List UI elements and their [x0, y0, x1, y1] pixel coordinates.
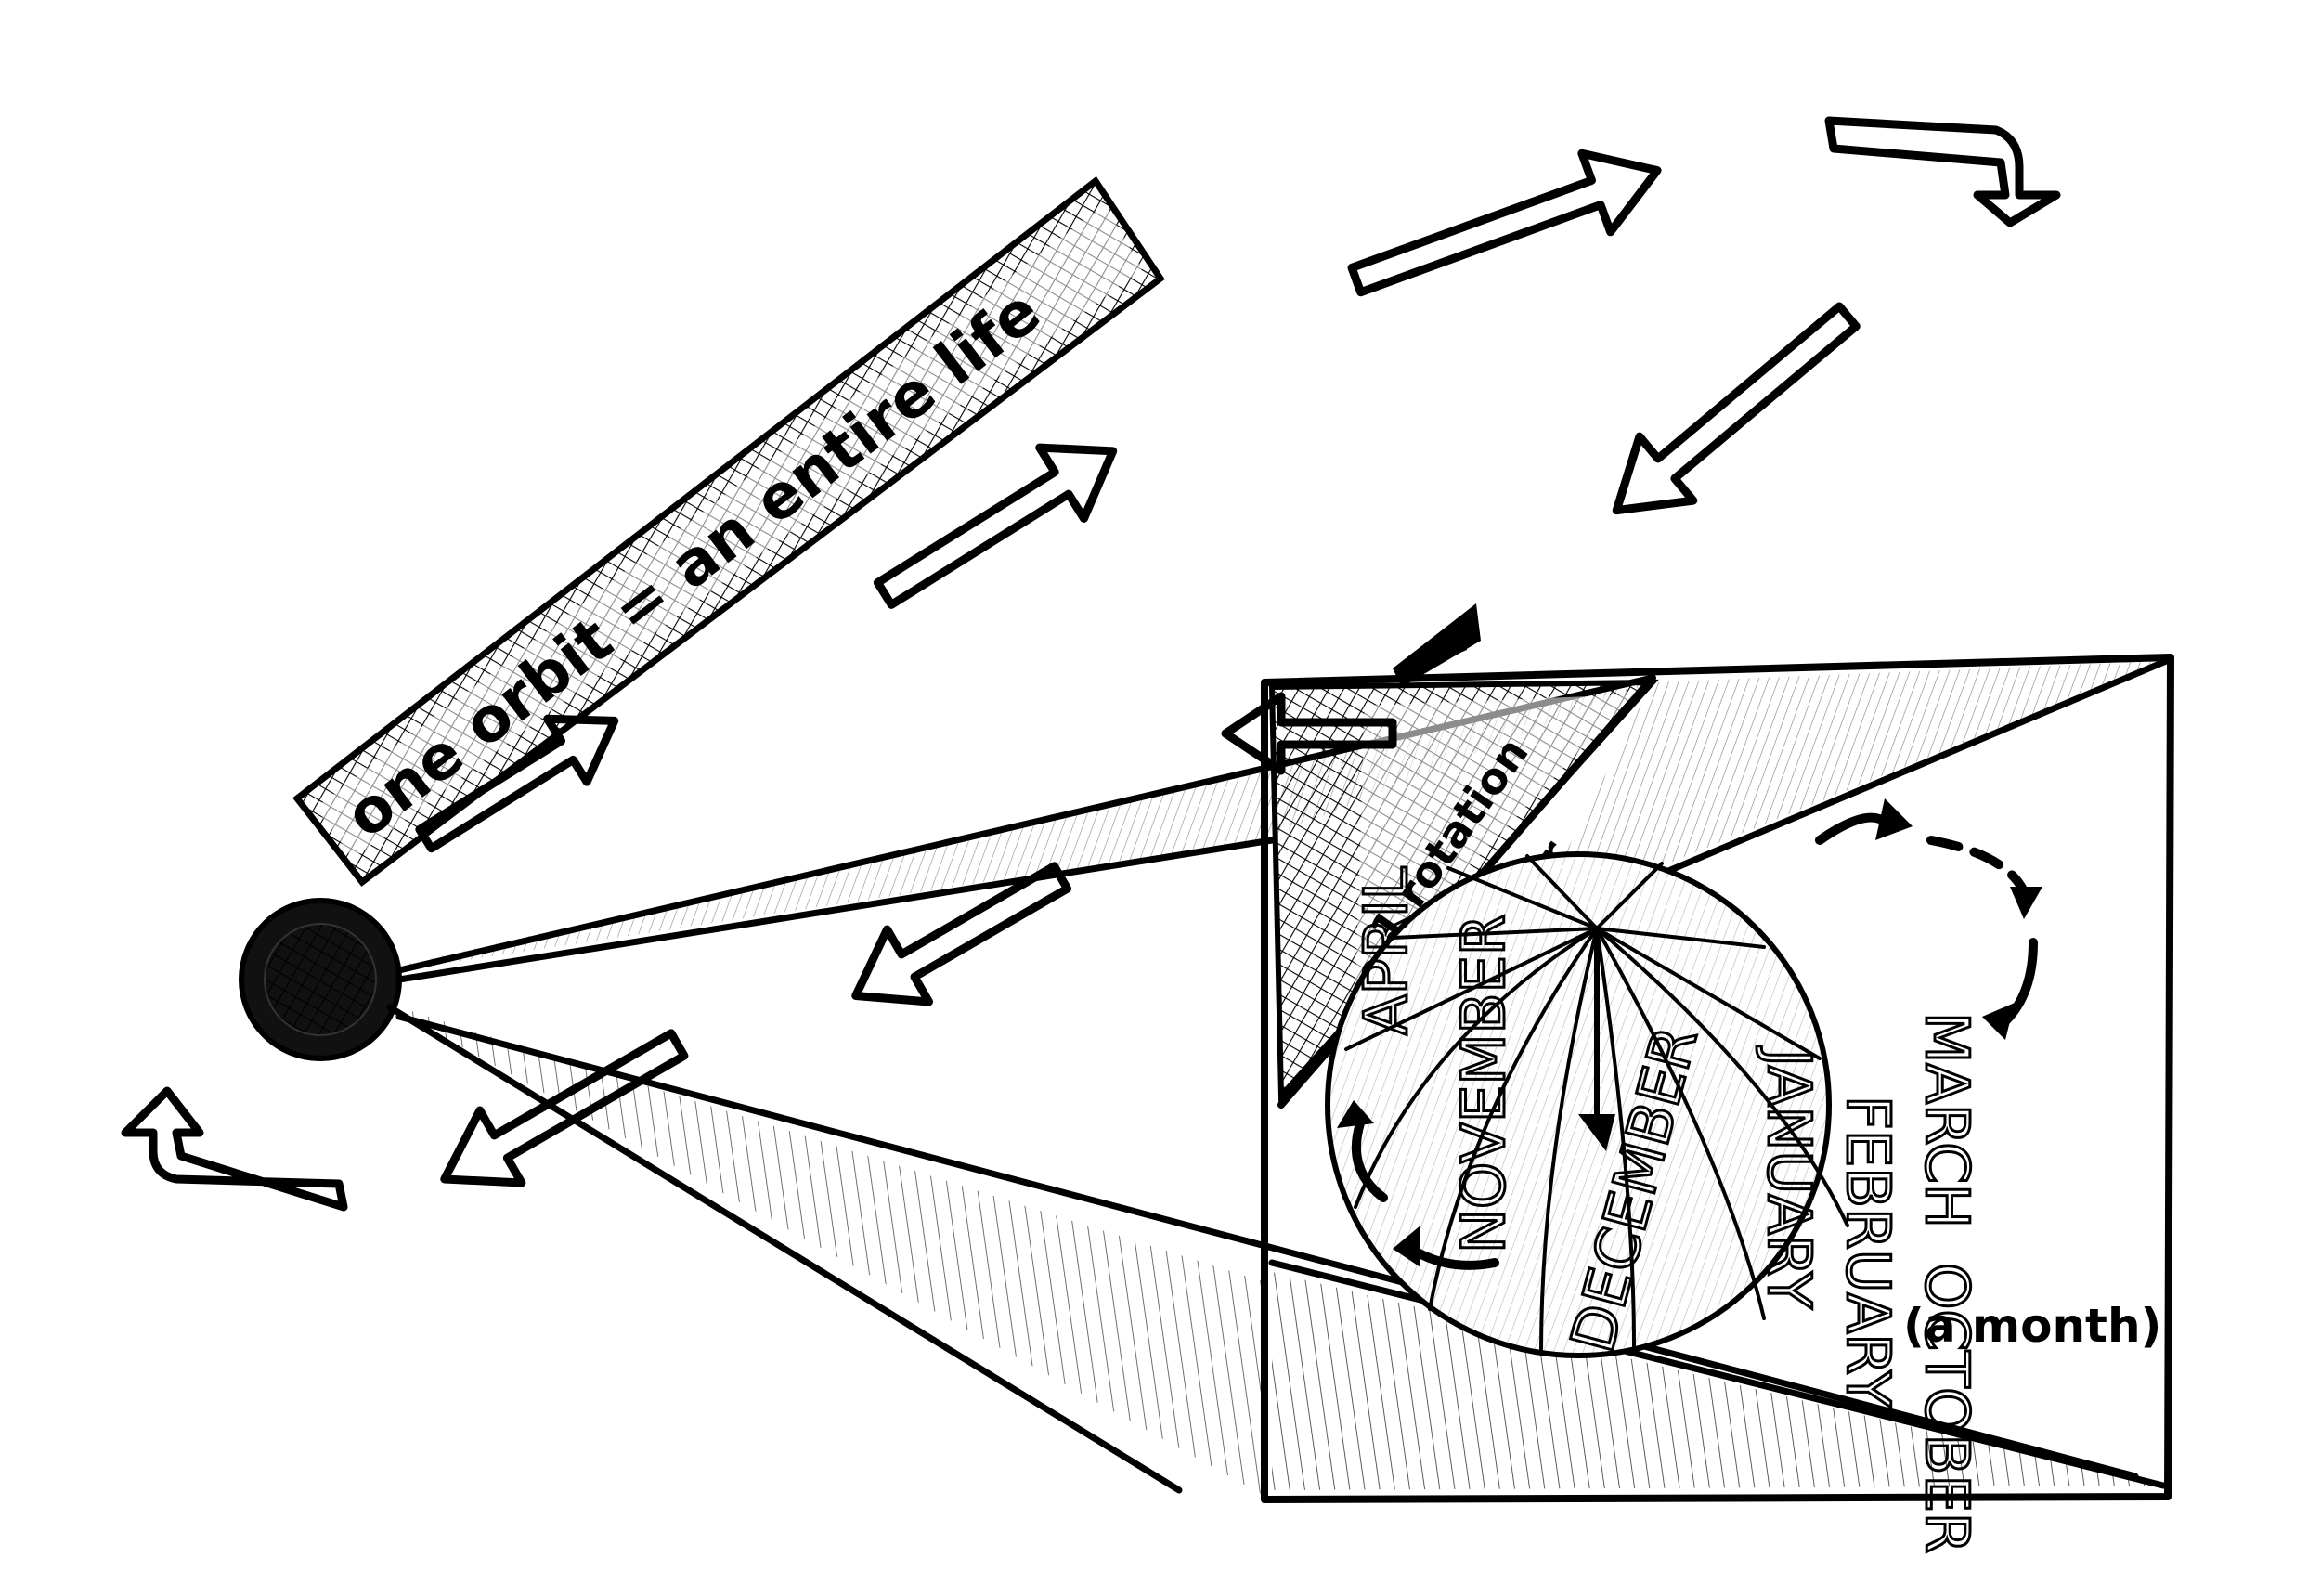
orbit-arrow-4: [1829, 121, 2056, 223]
banner-text: one orbit = an entire life: [332, 275, 1054, 851]
orbit-arrow-3: [1342, 131, 1671, 319]
globe-month-november: NOVEMBER: [1450, 915, 1519, 1253]
globe-month-january: JANUARY: [1754, 1045, 1822, 1309]
globe-month-march: MARCH: [1912, 1012, 1980, 1228]
month-note: (a month): [1903, 1299, 2161, 1353]
globe-month-april: APRIL: [1353, 866, 1421, 1035]
orbit-banner: one orbit = an entire life: [297, 181, 1160, 882]
globe-month-february: FEBRUARY: [1833, 1096, 1901, 1408]
sun: [241, 901, 399, 1058]
orbit-arrow-9: [125, 1091, 344, 1207]
orbit-arrow-5: [1589, 284, 1874, 542]
